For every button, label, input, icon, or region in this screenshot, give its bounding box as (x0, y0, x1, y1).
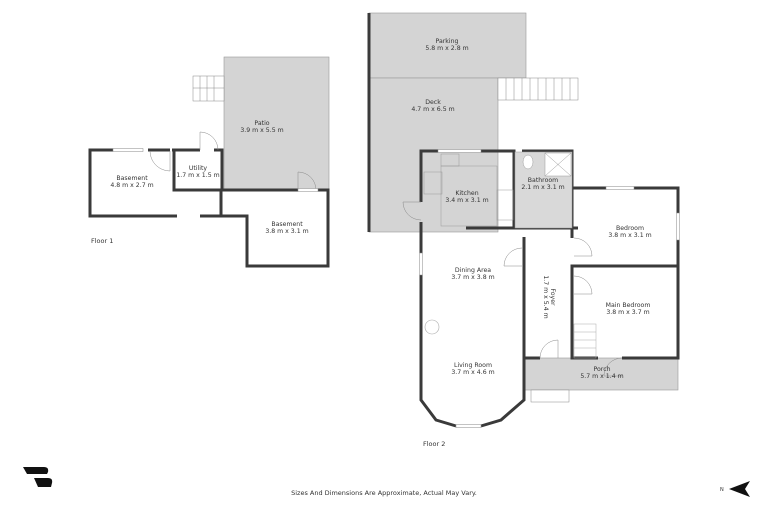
brand-logo-icon (23, 467, 53, 487)
porch-steps (530, 389, 570, 403)
fireplace-icon (424, 319, 440, 335)
windows (419, 149, 680, 428)
room-name: Basement (271, 221, 303, 228)
basement-left-walls (88, 148, 223, 218)
north-arrow-icon: N (720, 481, 750, 497)
room-name: Porch (593, 366, 610, 373)
room-name: Deck (425, 99, 441, 106)
room-name: Main Bedroom (606, 302, 651, 309)
room-dims: 2.1 m x 3.1 m (521, 184, 564, 191)
room-dims: 5.8 m x 2.8 m (425, 45, 468, 52)
door-swing (297, 171, 317, 191)
compass-label: N (720, 487, 724, 493)
stairs-icon (497, 77, 579, 101)
kitchen-fixtures (423, 153, 514, 227)
room-dims: 3.8 m x 3.1 m (608, 232, 651, 239)
floor-1-plan: Patio 3.9 m x 5.5 m Utility 1.7 m x 1.5 … (88, 56, 330, 268)
floor-label: Floor 1 (91, 237, 113, 245)
room-name: Kitchen (455, 190, 478, 197)
room-dims: 1.7 m x 5.4 m (542, 275, 549, 318)
room-name: Dining Area (455, 267, 491, 274)
room-dims: 4.8 m x 2.7 m (110, 182, 153, 189)
floor-2-plan: Parking 5.8 m x 2.8 m Deck 4.7 m x 6.5 m… (367, 12, 680, 448)
disclaimer-text: Sizes And Dimensions Are Approximate, Ac… (291, 489, 477, 497)
room-name: Utility (189, 165, 208, 172)
door-swings (402, 201, 623, 377)
room-name: Foyer (549, 288, 556, 306)
room-name: Bathroom (528, 177, 558, 184)
room-dims: 1.7 m x 1.5 m (176, 172, 219, 179)
room-dims: 3.8 m x 3.7 m (606, 309, 649, 316)
utility-walls (172, 148, 224, 192)
door-swing (199, 131, 219, 151)
deck-area (368, 77, 499, 233)
room-dims: 3.9 m x 5.5 m (240, 127, 283, 134)
floor-label: Floor 2 (423, 440, 445, 448)
room-name: Living Room (454, 362, 492, 369)
patio-area (223, 56, 330, 191)
basement-right-walls (222, 188, 330, 268)
room-dims: 3.8 m x 3.1 m (265, 228, 308, 235)
room-name: Parking (436, 38, 459, 45)
door-swing (149, 150, 171, 172)
parking-area (368, 12, 527, 79)
room-name: Basement (116, 175, 148, 182)
stairs-icon (192, 75, 225, 102)
bathroom-fixtures (514, 151, 573, 229)
room-dims: 4.7 m x 6.5 m (411, 106, 454, 113)
room-dims: 5.7 m x 1.4 m (580, 373, 623, 380)
room-name: Patio (254, 120, 269, 127)
stairs-icon (573, 323, 597, 359)
room-dims: 3.7 m x 3.8 m (451, 274, 494, 281)
window (112, 148, 144, 152)
room-dims: 3.7 m x 4.6 m (451, 369, 494, 376)
room-name: Bedroom (616, 225, 644, 232)
room-dims: 3.4 m x 3.1 m (445, 197, 488, 204)
house-walls (419, 149, 680, 428)
